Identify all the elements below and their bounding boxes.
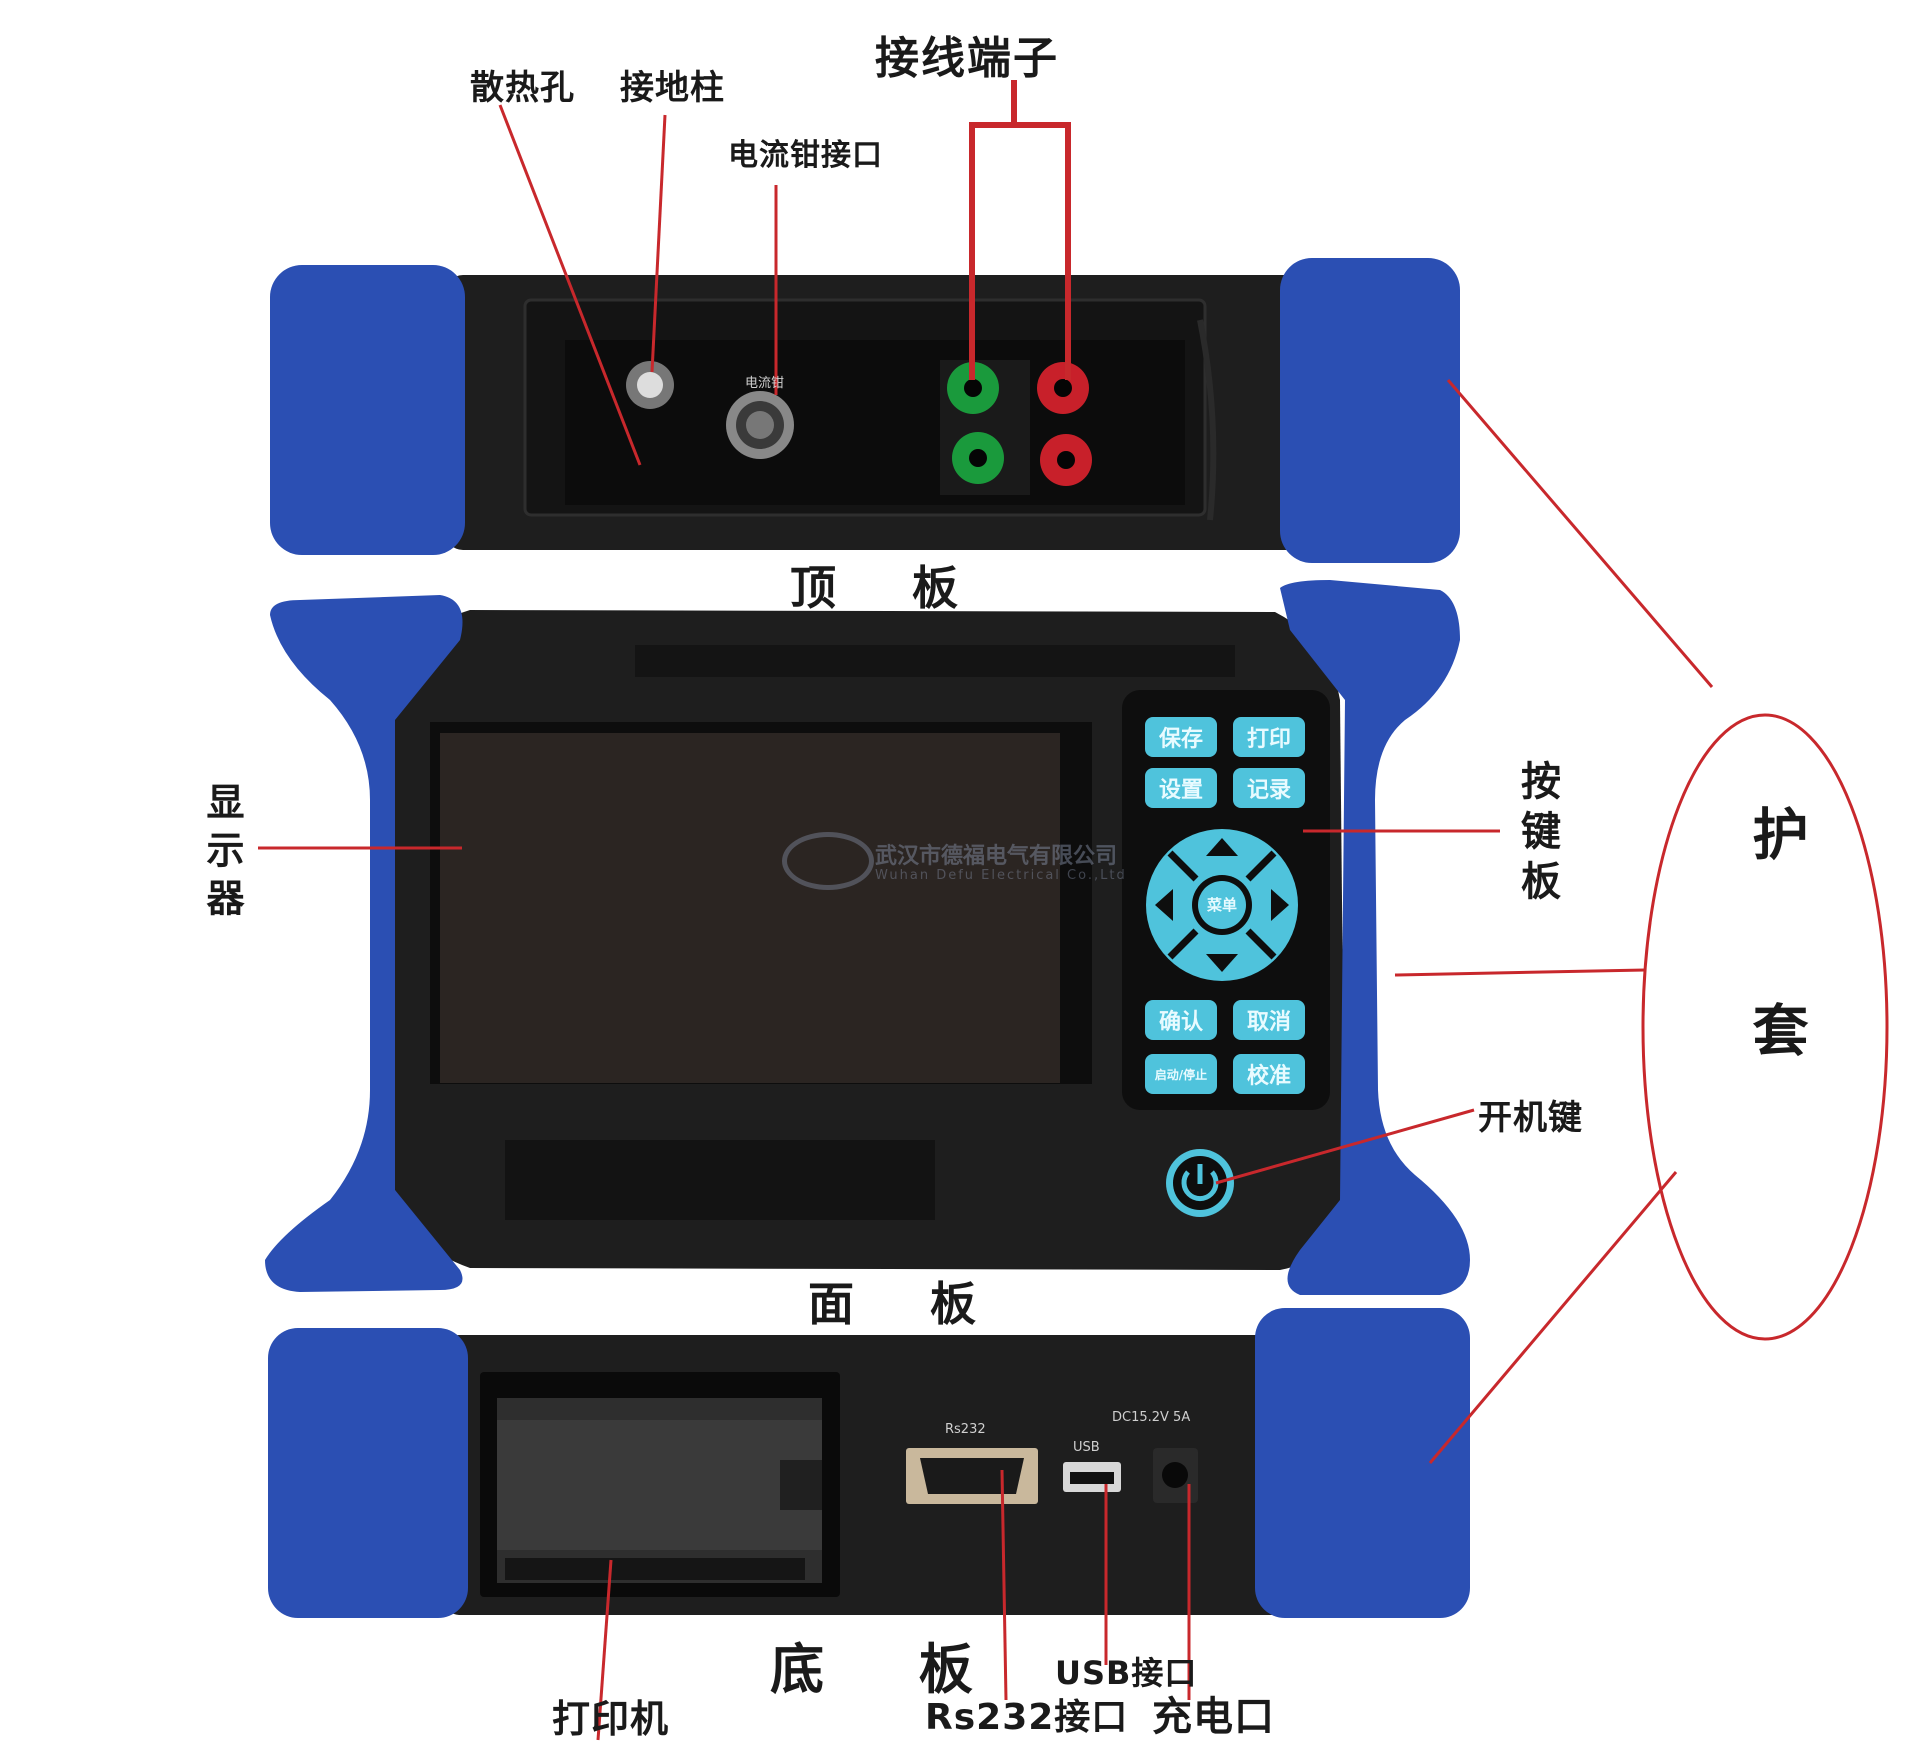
watermark-company-en: Wuhan Defu Electrical Co.,Ltd	[875, 868, 1127, 883]
arrow-left-icon	[1155, 889, 1173, 921]
label-front-panel: 面 板	[808, 1277, 1007, 1331]
display-screen	[440, 733, 1060, 1083]
terminal-green-1-icon	[947, 362, 999, 414]
clamp-connector-icon	[726, 391, 794, 459]
label-wiring-terminals: 接线端子	[875, 33, 1059, 84]
terminal-red-2-icon	[1040, 434, 1092, 486]
label-power-key: 开机键	[1478, 1098, 1583, 1138]
label-ground-post: 接地柱	[620, 68, 725, 108]
terminal-red-1-icon	[1037, 362, 1089, 414]
confirm-key[interactable]: 确认	[1145, 1000, 1217, 1040]
label-usb: USB接口	[1055, 1654, 1198, 1692]
leader-cover-top	[1446, 379, 1714, 688]
label-keypad: 按键板	[1514, 760, 1560, 910]
arrow-down-icon	[1206, 954, 1238, 972]
top-right-bumper	[1280, 258, 1460, 563]
front-left-bumper	[265, 595, 463, 1292]
print-key[interactable]: 打印	[1233, 717, 1305, 757]
menu-key[interactable]: 菜单	[1206, 896, 1237, 914]
settings-key[interactable]: 设置	[1145, 768, 1217, 808]
dc-mark: DC15.2V 5A	[1112, 1410, 1191, 1425]
annotation-lines	[258, 80, 1889, 1741]
bottom-panel	[268, 1308, 1470, 1618]
top-left-bumper	[270, 265, 465, 555]
leader-heat-hole	[498, 104, 642, 466]
rs232-connector-icon	[906, 1448, 1038, 1504]
label-clamp-port: 电流钳接口	[728, 138, 883, 173]
cancel-key[interactable]: 取消	[1233, 1000, 1305, 1040]
watermark-company: 武汉市德福电气有限公司	[875, 844, 1118, 869]
clamp-port-mark: 电流钳	[745, 376, 785, 391]
label-protective-cover: 护套	[1743, 805, 1808, 1197]
bracket-terminals	[969, 122, 1071, 380]
leader-ground-post	[650, 114, 667, 373]
save-key[interactable]: 保存	[1145, 717, 1217, 757]
ground-post-icon	[626, 361, 674, 409]
power-button-icon[interactable]	[1166, 1149, 1234, 1217]
label-rs232: Rs232接口	[925, 1697, 1129, 1738]
usb-mark: USB	[1073, 1440, 1100, 1455]
rs232-mark: Rs232	[945, 1422, 986, 1437]
label-charge: 充电口	[1152, 1694, 1275, 1740]
watermark-logo-icon	[782, 832, 874, 890]
dc-jack-icon	[1153, 1448, 1198, 1503]
label-top-panel: 顶 板	[790, 561, 989, 615]
terminal-green-2-icon	[952, 432, 1004, 484]
leader-rs232	[1000, 1469, 1008, 1701]
bottom-left-bumper	[268, 1328, 468, 1618]
cover-ellipse	[1641, 713, 1889, 1341]
usb-connector-icon	[1063, 1462, 1121, 1492]
record-key[interactable]: 记录	[1233, 768, 1305, 808]
leader-printer	[596, 1559, 613, 1741]
bottom-right-bumper	[1255, 1308, 1470, 1618]
label-heat-hole: 散热孔	[470, 68, 575, 108]
label-printer: 打印机	[552, 1697, 670, 1741]
front-right-bumper	[1280, 580, 1470, 1295]
start-stop-key[interactable]: 启动/停止	[1145, 1054, 1217, 1094]
top-panel	[270, 258, 1460, 563]
direction-pad	[1146, 829, 1298, 981]
leader-cover-bottom	[1428, 1171, 1678, 1464]
label-bottom-panel: 底 板	[770, 1638, 1011, 1701]
arrow-up-icon	[1206, 838, 1238, 856]
label-display: 显示器	[200, 782, 244, 926]
front-panel	[265, 580, 1470, 1295]
printer-slot	[480, 1372, 840, 1597]
arrow-right-icon	[1271, 889, 1289, 921]
leader-cover-mid	[1394, 968, 1646, 977]
calibrate-key[interactable]: 校准	[1233, 1054, 1305, 1094]
leader-power-key	[1215, 1108, 1475, 1185]
